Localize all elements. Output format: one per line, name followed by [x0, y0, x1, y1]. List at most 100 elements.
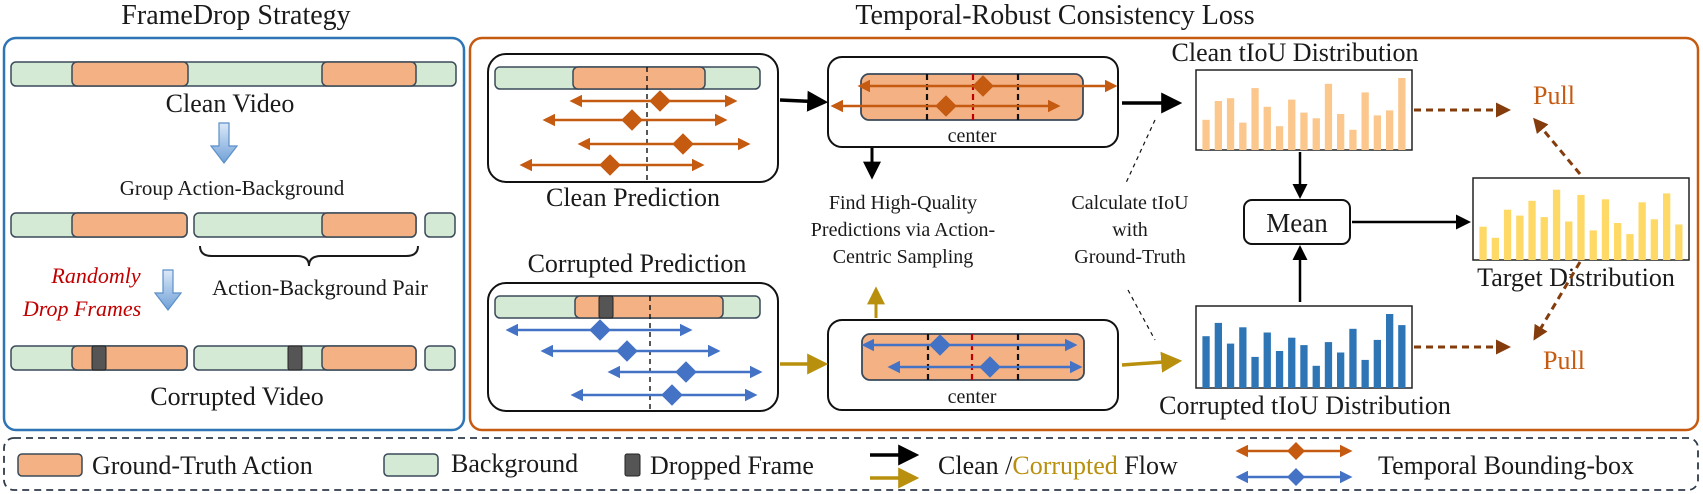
clean-prediction-box [487, 53, 779, 183]
calc-link [1127, 289, 1156, 341]
orange-diamond-icon [972, 75, 994, 97]
orange-diamond-icon [621, 109, 643, 131]
action-segment [71, 212, 188, 238]
corrupted-dist-bar [1275, 351, 1284, 388]
legend-flow-suffix: Flow [1118, 451, 1178, 480]
background-segment [424, 345, 456, 371]
find-line-1: Find High-Quality [829, 192, 977, 214]
clean-dist-bar [1312, 118, 1320, 150]
legend-dropped-swatch [624, 453, 641, 477]
clean-dist-bar [1239, 122, 1247, 150]
find-line-3: Centric Sampling [833, 246, 974, 268]
clean-dist-bar [1202, 119, 1210, 150]
action-segment [71, 61, 189, 87]
clean-dist-bar [1324, 83, 1333, 150]
corrupted-prediction-box [487, 282, 779, 412]
action-segment [321, 61, 417, 87]
target-dist-bar [1638, 202, 1646, 260]
target-dist-bar [1626, 234, 1634, 260]
action-segment [321, 212, 417, 238]
corrupted-dist-chart [1195, 305, 1413, 389]
corrupted-dist-bar [1349, 328, 1357, 388]
find-line-2: Predictions via Action- [811, 219, 995, 241]
calc-line-3: Ground-Truth [1074, 246, 1186, 268]
target-dist-bar [1503, 209, 1512, 260]
target-dist-bar [1663, 193, 1671, 260]
clean-center-box: center [827, 56, 1119, 148]
background-segment [424, 212, 456, 238]
clean-dist-bar [1288, 99, 1296, 150]
clean-dist-bar [1386, 110, 1394, 150]
calc-line-2: with [1112, 219, 1148, 241]
dropped-frame [287, 345, 303, 371]
drop-label-line1: Randomly [50, 263, 140, 288]
pull-arrow [1533, 261, 1582, 341]
clean-dist-bar [1373, 115, 1381, 150]
corrupted-dist-bar [1288, 337, 1296, 388]
corrupted-dist-bar [1312, 365, 1320, 388]
corrupted-dist-bar [1386, 314, 1394, 388]
pull-arrow [1533, 117, 1582, 175]
clean-dist-bar [1251, 88, 1259, 150]
legend-dropped-label: Dropped Frame [650, 451, 814, 480]
group-step-label: Group Action-Background [120, 176, 345, 200]
target-dist-bar [1577, 194, 1585, 260]
corrupted-prediction-label: Corrupted Prediction [528, 249, 747, 278]
blue-diamond-icon [979, 356, 1001, 378]
legend-flow-label: Clean /Corrupted Flow [938, 451, 1178, 480]
target-dist-bar [1675, 224, 1683, 260]
framedrop-title: FrameDrop Strategy [121, 0, 350, 31]
framedrop-border [2, 36, 466, 432]
corrupted-dist-bar [1202, 336, 1210, 388]
legend-border [3, 437, 1699, 491]
corrupted-dist-title: Corrupted tIoU Distribution [1159, 391, 1451, 420]
orange-bbox-group [519, 90, 751, 176]
legend-background-swatch [383, 453, 439, 477]
pair-brace-icon [199, 245, 419, 267]
action-segment [574, 295, 724, 319]
action-segment [71, 345, 188, 371]
grouped-video-bar [10, 212, 456, 238]
orange-diamond-icon [935, 95, 957, 117]
target-dist-bar [1540, 217, 1548, 260]
mean-label: Mean [1266, 208, 1328, 238]
corrupted-dist-bar [1239, 327, 1247, 388]
clean-dist-bar [1275, 126, 1284, 150]
target-dist-chart [1472, 177, 1690, 261]
clean-prediction-label: Clean Prediction [546, 183, 720, 212]
target-dist-title: Target Distribution [1477, 263, 1675, 292]
legend-gt-action-label: Ground-Truth Action [92, 451, 313, 480]
clean-video-label: Clean Video [166, 89, 295, 118]
legend: Ground-Truth Action Background Dropped F… [3, 437, 1699, 491]
down-arrow-icon [153, 269, 183, 311]
corrupted-dist-bar [1337, 352, 1345, 388]
pair-label: Action-Background Pair [212, 275, 428, 300]
blue-diamond-icon [929, 334, 951, 356]
legend-action-swatch [17, 453, 83, 477]
target-dist-bar [1479, 226, 1487, 260]
orange-diamond-icon [649, 90, 671, 112]
corrupted-dist-bar [1324, 342, 1333, 388]
legend-flow-corrupted: Corrupted [1012, 451, 1117, 480]
consistency-border [468, 36, 1700, 432]
mean-box [1243, 199, 1351, 245]
blue-diamond-icon [675, 361, 697, 383]
corrupted-center-box: center [827, 319, 1119, 411]
clean-dist-bar [1398, 78, 1406, 150]
center-label-top: center [948, 125, 997, 147]
dropped-frame [91, 345, 107, 371]
legend-bbox-icon [1235, 442, 1353, 486]
corrupted-video-label: Corrupted Video [150, 382, 323, 411]
corrupted-dist-bar [1361, 359, 1369, 388]
clean-dist-bar [1349, 129, 1357, 150]
corrupted-dist-bar [1300, 345, 1308, 388]
target-dist-bar [1565, 221, 1573, 260]
pull-label-bottom: Pull [1543, 346, 1585, 375]
corrupted-dist-bar [1398, 325, 1406, 388]
corrupted-dist-bar [1251, 356, 1259, 388]
consistency-title: Temporal-Robust Consistency Loss [855, 0, 1254, 31]
legend-bbox-label: Temporal Bounding-box [1378, 451, 1634, 480]
clean-dist-title: Clean tIoU Distribution [1172, 38, 1419, 67]
clean-flow-arrow [779, 90, 829, 112]
clean-dist-bar [1214, 101, 1222, 150]
